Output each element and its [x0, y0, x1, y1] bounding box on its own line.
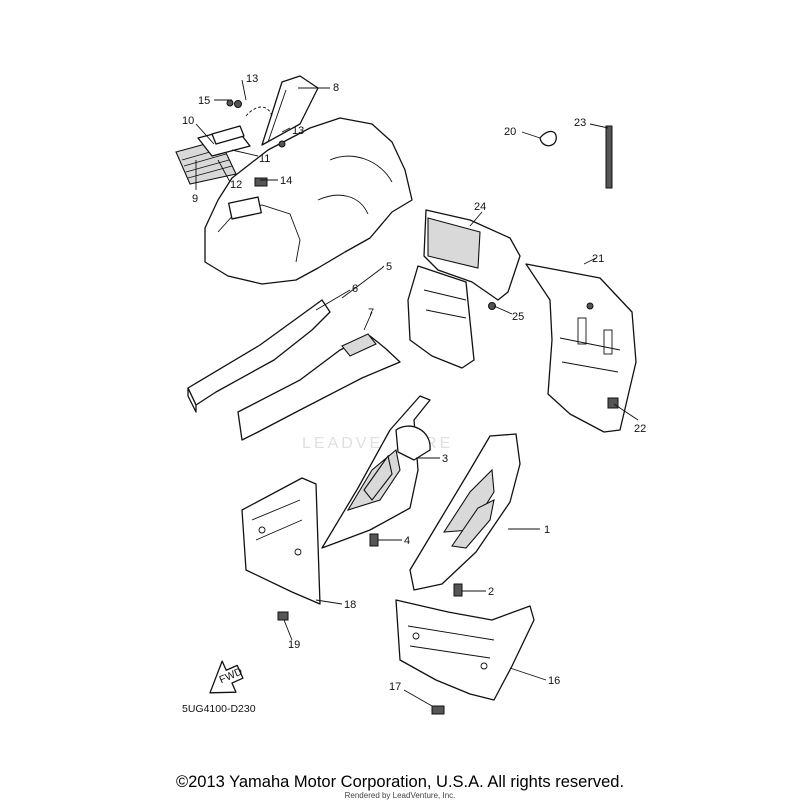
callout-11: 11 [259, 153, 270, 165]
callout-12: 12 [230, 179, 242, 191]
callout-19: 19 [288, 639, 300, 651]
lower-panel-16 [395, 599, 535, 715]
clip-20 [539, 130, 557, 147]
callout-7: 7 [368, 307, 374, 319]
callout-10: 10 [182, 115, 194, 127]
callout-1: 1 [544, 524, 550, 536]
callout-23: 23 [574, 117, 586, 129]
callout-17: 17 [389, 681, 401, 693]
leader-lines [195, 79, 639, 707]
callout-2: 2 [488, 586, 494, 598]
callout-13b: 13 [292, 125, 304, 137]
callout-14: 14 [280, 175, 292, 187]
callout-numbers: 1 2 3 4 5 6 7 8 9 10 11 12 13 13 14 15 1… [182, 73, 646, 693]
side-liner-6 [187, 299, 331, 413]
upper-hood-assembly [175, 75, 413, 285]
callout-8: 8 [333, 82, 339, 94]
callout-16: 16 [548, 675, 560, 687]
callout-5: 5 [386, 261, 392, 273]
callout-20: 20 [504, 126, 516, 138]
callout-3: 3 [442, 453, 448, 465]
callout-6: 6 [352, 283, 358, 295]
lower-panel-18 [241, 477, 321, 621]
rendered-by-note: Rendered by LeadVenture, Inc. [344, 791, 456, 800]
storage-box-24 [407, 209, 521, 369]
fwd-arrow-icon: FWD [209, 660, 245, 694]
bolt-22 [607, 397, 619, 409]
callout-4: 4 [404, 535, 410, 547]
callout-18: 18 [344, 599, 356, 611]
side-panel-1 [409, 433, 521, 597]
callout-22: 22 [634, 423, 646, 435]
callout-13: 13 [246, 73, 258, 85]
callout-25: 25 [512, 311, 524, 323]
side-liner-7 [237, 333, 401, 441]
callout-21: 21 [592, 253, 604, 265]
callout-24: 24 [474, 201, 486, 213]
diagram-code: 5UG4100-D230 [182, 703, 256, 715]
side-panel-21 [525, 263, 637, 433]
cable-tie-23 [605, 125, 613, 189]
callout-15: 15 [198, 95, 210, 107]
inner-panel-3 [321, 395, 431, 549]
callout-9: 9 [192, 193, 198, 205]
copyright-notice: ©2013 Yamaha Motor Corporation, U.S.A. A… [175, 773, 625, 791]
